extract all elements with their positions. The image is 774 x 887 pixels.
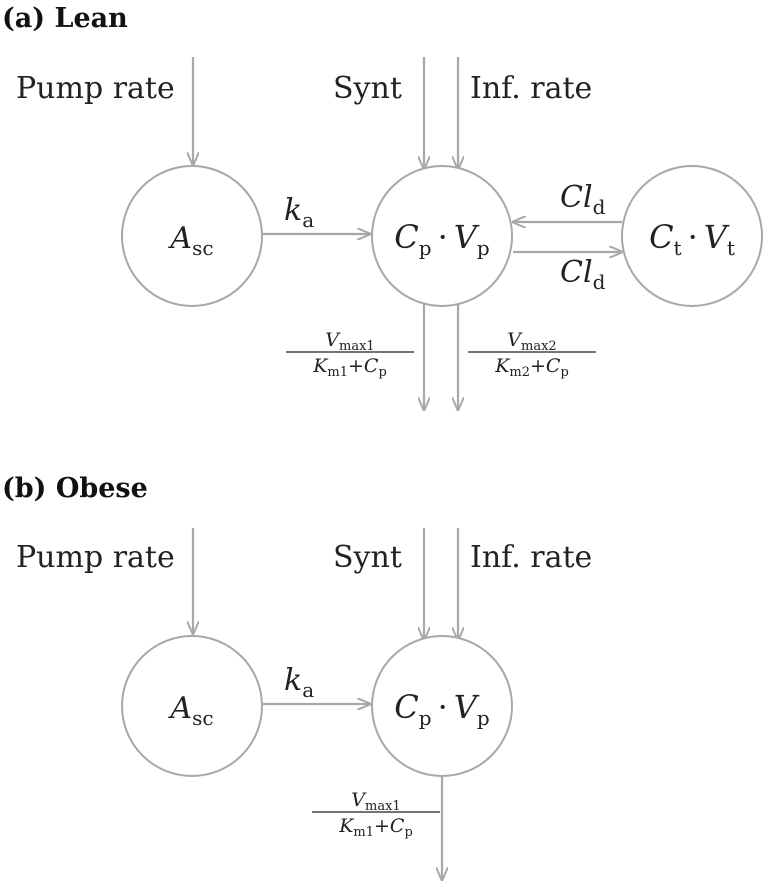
svg-text:Vmax1: Vmax1 xyxy=(351,789,400,814)
elim2-fraction: Vmax2 Km2+Cp xyxy=(468,329,596,380)
svg-text:Vmax2: Vmax2 xyxy=(507,329,556,354)
synt-label: Synt xyxy=(333,540,402,575)
inf-rate-label: Inf. rate xyxy=(470,540,592,575)
pump-rate-label: Pump rate xyxy=(16,540,175,575)
tissue-label: Ct·Vt xyxy=(649,218,735,260)
pump-rate-label: Pump rate xyxy=(16,71,175,106)
cld-lower-label: Cld xyxy=(560,255,606,294)
asc-label: Asc xyxy=(167,691,213,730)
svg-text:Vmax1: Vmax1 xyxy=(325,329,374,354)
panel-obese: (b) Obese Pump rate Synt Inf. rate Asc C… xyxy=(2,473,592,880)
elim1-fraction: Vmax1 Km1+Cp xyxy=(286,329,414,380)
panel-lean: (a) Lean Pump rate Synt Inf. rate Asc Cp… xyxy=(2,3,763,410)
asc-compartment xyxy=(121,635,263,777)
inf-rate-label: Inf. rate xyxy=(470,71,592,106)
asc-label: Asc xyxy=(167,221,213,260)
elim1-fraction: Vmax1 Km1+Cp xyxy=(312,789,440,840)
central-label: Cp·Vp xyxy=(394,218,489,260)
svg-text:Km1+Cp: Km1+Cp xyxy=(338,815,413,840)
ka-label: ka xyxy=(284,193,314,232)
panel-a-label: (a) Lean xyxy=(2,3,128,34)
tissue-compartment xyxy=(621,165,763,307)
panel-b-label: (b) Obese xyxy=(2,473,148,504)
synt-label: Synt xyxy=(333,71,402,106)
svg-text:Km2+Cp: Km2+Cp xyxy=(494,355,569,380)
asc-compartment xyxy=(121,165,263,307)
central-compartment xyxy=(371,165,513,307)
central-label: Cp·Vp xyxy=(394,688,489,730)
svg-text:Km1+Cp: Km1+Cp xyxy=(312,355,387,380)
cld-upper-label: Cld xyxy=(560,180,606,219)
ka-label: ka xyxy=(284,663,314,702)
